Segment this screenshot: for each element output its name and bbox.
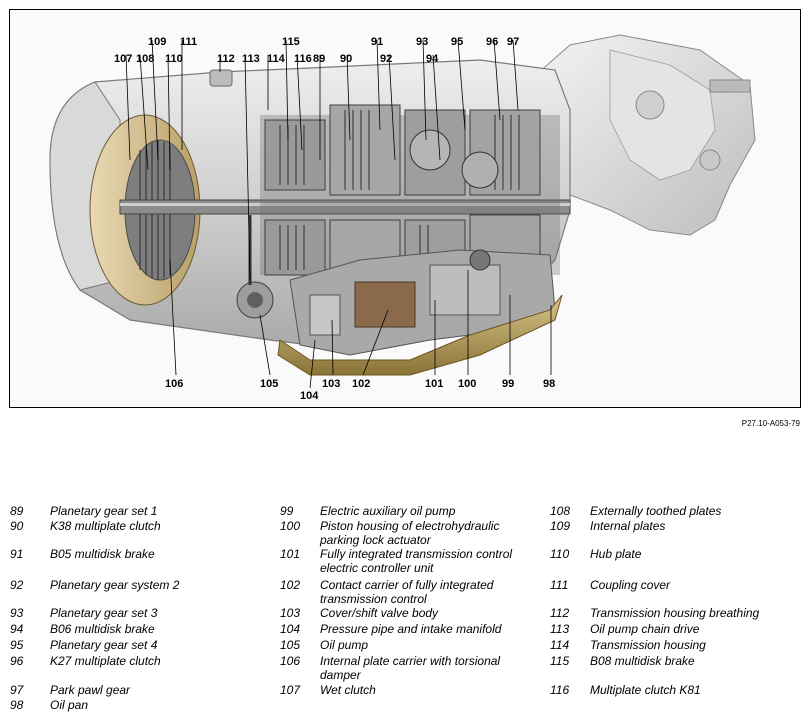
callout-100: 100 — [458, 378, 476, 390]
legend-description: Contact carrier of fully integrated tran… — [320, 578, 494, 606]
legend-description: Internal plates — [590, 519, 666, 533]
legend-number: 99 — [280, 504, 294, 518]
legend-description: Multiplate clutch K81 — [590, 683, 701, 697]
housing-breather — [209, 69, 233, 87]
figure-reference: P27.10-A053-79 — [741, 419, 800, 428]
callout-101: 101 — [425, 378, 443, 390]
legend-number: 89 — [10, 504, 24, 518]
legend-description: Planetary gear set 4 — [50, 638, 158, 652]
callout-94: 94 — [426, 53, 439, 65]
legend-description: Coupling cover — [590, 578, 671, 592]
oil-pan — [277, 294, 563, 376]
legend-description: Planetary gear set 3 — [50, 606, 158, 620]
legend-number: 106 — [280, 654, 301, 668]
legend-description: Planetary gear system 2 — [50, 578, 180, 592]
legend-number: 95 — [10, 638, 24, 652]
legend-description: Fully integrated transmission control el… — [320, 547, 513, 575]
callout-95: 95 — [451, 36, 463, 48]
legend-description: Externally toothed plates — [590, 504, 722, 518]
legend-number: 100 — [280, 519, 301, 533]
legend-description: B05 multidisk brake — [50, 547, 155, 561]
legend-number: 105 — [280, 638, 301, 652]
legend-description: Electric auxiliary oil pump — [320, 504, 456, 518]
legend-description: Oil pump — [320, 638, 369, 652]
callout-110: 110 — [165, 53, 183, 65]
legend-description: B08 multidisk brake — [590, 654, 695, 668]
callout-106: 106 — [165, 378, 183, 390]
legend-number: 110 — [550, 547, 570, 561]
callout-107: 107 — [114, 53, 132, 65]
callout-90: 90 — [340, 53, 352, 65]
callout-98: 98 — [543, 378, 555, 390]
legend-description: Wet clutch — [320, 683, 376, 697]
legend-description: Internal plate carrier with torsional da… — [320, 654, 501, 682]
legend-description: Piston housing of electrohydraulic parki… — [320, 519, 500, 547]
legend-description: Hub plate — [590, 547, 642, 561]
legend-description: Planetary gear set 1 — [50, 504, 158, 518]
legend-description: Transmission housing breathing — [590, 606, 760, 620]
legend-description: K27 multiplate clutch — [50, 654, 161, 668]
legend-description: Transmission housing — [590, 638, 706, 652]
legend-description: Oil pump chain drive — [590, 622, 700, 636]
legend-number: 109 — [550, 519, 571, 533]
callout-103: 103 — [322, 378, 340, 390]
legend-number: 104 — [280, 622, 301, 636]
legend-number: 103 — [280, 606, 301, 620]
callout-109: 109 — [148, 36, 166, 48]
legend-number: 114 — [550, 638, 570, 652]
legend-number: 107 — [280, 683, 301, 697]
callout-111: 111 — [180, 36, 197, 48]
callout-105: 105 — [260, 378, 278, 390]
legend-description: B06 multidisk brake — [50, 622, 155, 636]
callout-113: 113 — [242, 53, 260, 65]
legend-number: 94 — [10, 622, 24, 636]
legend-number: 98 — [10, 698, 24, 712]
legend-number: 91 — [10, 547, 24, 561]
legend-number: 113 — [550, 622, 570, 636]
callout-99: 99 — [502, 378, 514, 390]
legend-number: 96 — [10, 654, 24, 668]
legend-number: 101 — [280, 547, 301, 561]
legend-description: K38 multiplate clutch — [50, 519, 161, 533]
legend-number: 115 — [550, 654, 570, 668]
legend-description: Cover/shift valve body — [320, 606, 439, 620]
callout-115: 115 — [282, 36, 300, 48]
legend-number: 102 — [280, 578, 301, 592]
legend-number: 111 — [550, 578, 569, 592]
gear-sets — [260, 104, 560, 276]
legend-number: 97 — [10, 683, 24, 697]
callout-96: 96 — [486, 36, 498, 48]
callout-97: 97 — [507, 36, 519, 48]
callout-93: 93 — [416, 36, 428, 48]
callout-92: 92 — [380, 53, 392, 65]
legend-description: Park pawl gear — [50, 683, 131, 697]
legend-description: Oil pan — [50, 698, 89, 712]
legend-number: 112 — [550, 606, 570, 620]
callout-116: 116 — [294, 53, 312, 65]
legend-number: 90 — [10, 519, 24, 533]
legend-number: 116 — [550, 683, 570, 697]
callout-leaders — [125, 39, 552, 389]
callout-108: 108 — [136, 53, 154, 65]
legend-number: 108 — [550, 504, 571, 518]
callout-114: 114 — [267, 53, 286, 65]
legend-number: 92 — [10, 578, 24, 592]
legend-number: 93 — [10, 606, 24, 620]
callout-89: 89 — [313, 53, 325, 65]
callout-102: 102 — [352, 378, 370, 390]
callout-112: 112 — [217, 53, 235, 65]
callout-104: 104 — [300, 390, 319, 402]
callout-91: 91 — [371, 36, 383, 48]
controller-unit — [354, 281, 416, 328]
legend-description: Pressure pipe and intake manifold — [320, 622, 502, 636]
